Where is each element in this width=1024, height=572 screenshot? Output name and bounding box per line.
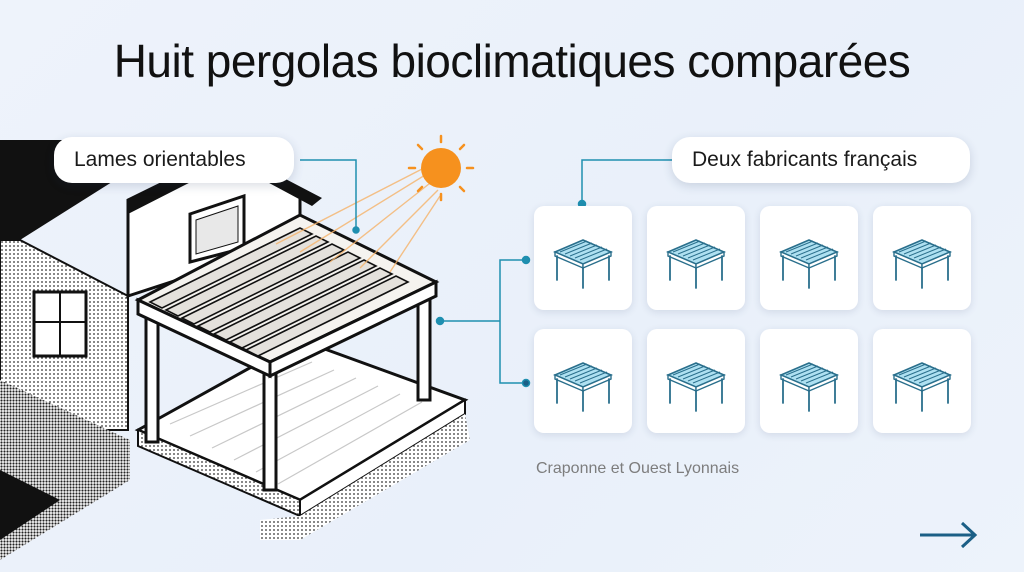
pergola-card[interactable] bbox=[760, 206, 858, 310]
callout-fabricants: Deux fabricants français bbox=[672, 137, 970, 183]
pergola-icon bbox=[552, 362, 614, 412]
house-pergola-illustration bbox=[0, 134, 475, 560]
location-caption: Craponne et Ouest Lyonnais bbox=[536, 460, 740, 477]
callout-lames-orientables: Lames orientables bbox=[54, 137, 294, 183]
sun-icon bbox=[407, 134, 475, 202]
page-title: Huit pergolas bioclimatiques comparées bbox=[113, 35, 911, 87]
pergola-icon bbox=[778, 362, 840, 412]
pergola-card[interactable] bbox=[534, 329, 632, 433]
pergola-icon bbox=[891, 362, 953, 412]
arrow-right-icon[interactable] bbox=[918, 518, 980, 552]
pergola-card[interactable] bbox=[873, 329, 971, 433]
pergola-icon bbox=[891, 239, 953, 289]
pergola-card[interactable] bbox=[647, 329, 745, 433]
pergola-icon bbox=[665, 362, 727, 412]
pergola-icon bbox=[778, 239, 840, 289]
pergola-card[interactable] bbox=[534, 206, 632, 310]
pergola-card[interactable] bbox=[760, 329, 858, 433]
pergola-icon bbox=[665, 239, 727, 289]
pergola-card[interactable] bbox=[647, 206, 745, 310]
pergola-grid bbox=[534, 206, 971, 433]
pergola-icon bbox=[552, 239, 614, 289]
pergola-card[interactable] bbox=[873, 206, 971, 310]
